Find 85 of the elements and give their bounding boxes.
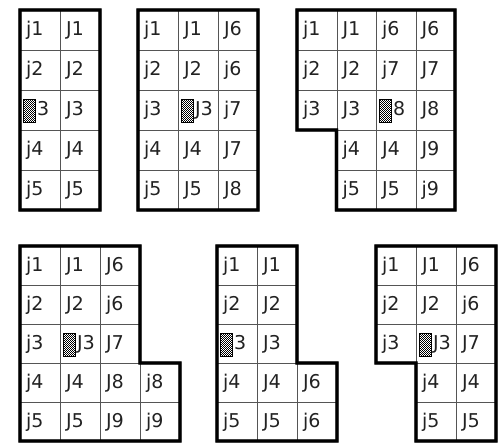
cell-label: j2 <box>26 57 44 82</box>
cell-label: J5 <box>462 409 480 434</box>
cell-label: j5 <box>342 177 360 202</box>
cell-label: j6 <box>382 17 400 42</box>
cell-label: J4 <box>66 370 84 395</box>
cell-label: j8 <box>146 370 164 395</box>
cell-label: J4 <box>462 370 480 395</box>
cell-label: j6 <box>462 292 480 317</box>
cell-label: J4 <box>263 370 281 395</box>
cell-label: J7 <box>224 137 242 162</box>
cell-label: J7 <box>422 57 440 82</box>
cell-label: j5 <box>26 409 44 434</box>
cell-label: J1 <box>184 17 202 42</box>
cell-label: J2 <box>66 57 84 82</box>
cell-label: J2 <box>263 292 281 317</box>
cell-label: J3 <box>195 97 213 122</box>
cell-label: J3 <box>77 331 95 356</box>
cell-label: J5 <box>66 409 84 434</box>
cell-label: J2 <box>184 57 202 82</box>
cell-label: j1 <box>223 253 240 278</box>
cell-label: J6 <box>422 17 440 42</box>
cell-label: J1 <box>263 253 281 278</box>
cell-label: J3 <box>263 331 281 356</box>
cell-label: j6 <box>303 409 320 434</box>
cell-label: j3 <box>26 331 44 356</box>
cell-label: j4 <box>342 137 360 162</box>
cell-label: j2 <box>303 57 320 82</box>
cell-label: j7 <box>224 97 242 122</box>
cell-label: J2 <box>422 292 440 317</box>
cell-label: j2 <box>382 292 400 317</box>
cell-label: J2 <box>66 292 84 317</box>
cell-label: J1 <box>66 253 84 278</box>
cell-label: j7 <box>382 57 400 82</box>
cell-label: j4 <box>26 137 44 162</box>
cell-label: j4 <box>26 370 44 395</box>
cell-label: J5 <box>184 177 202 202</box>
cell-label: J6 <box>303 370 321 395</box>
cell-label: J1 <box>422 253 440 278</box>
cell-label: J6 <box>106 253 124 278</box>
cell-label: j4 <box>422 370 440 395</box>
cell-label: J4 <box>66 137 84 162</box>
cell-label: j5 <box>26 177 44 202</box>
cell-label: j1 <box>382 253 400 278</box>
cell-label: J7 <box>106 331 124 356</box>
cell-label: j4 <box>144 137 162 162</box>
cell-label: j2 <box>26 292 44 317</box>
cell-label: J9 <box>422 137 440 162</box>
cell-label: J1 <box>66 17 84 42</box>
cell-label: j6 <box>106 292 124 317</box>
cell-label: J5 <box>66 177 84 202</box>
cell-label: j5 <box>422 409 440 434</box>
cell-label: j5 <box>144 177 162 202</box>
cell-label: j5 <box>223 409 240 434</box>
cell-label: j3 <box>144 97 162 122</box>
cell-label: j2 <box>144 57 162 82</box>
cell-label: j1 <box>303 17 320 42</box>
cell-label: J3 <box>66 97 84 122</box>
cell-label: J3 <box>342 97 360 122</box>
cell-label: j1 <box>26 253 44 278</box>
cell-label: J3 <box>433 331 451 356</box>
cell-label: J4 <box>382 137 400 162</box>
cell-label: j9 <box>422 177 439 202</box>
cell-label: j3 <box>382 331 400 356</box>
cell-label: 3 <box>37 97 50 122</box>
cell-label: J5 <box>263 409 281 434</box>
cell-label: J9 <box>106 409 124 434</box>
cell-label: 8 <box>393 97 406 122</box>
cell-label: J2 <box>342 57 360 82</box>
cell-label: J8 <box>106 370 124 395</box>
cell-label: j6 <box>224 57 242 82</box>
cell-label: J1 <box>342 17 360 42</box>
cell-label: j1 <box>26 17 44 42</box>
cell-label: J6 <box>462 253 480 278</box>
cell-label: J7 <box>462 331 480 356</box>
cell-label: j4 <box>223 370 240 395</box>
cell-label: J8 <box>422 97 440 122</box>
cell-label: J5 <box>382 177 400 202</box>
cell-label: j1 <box>144 17 162 42</box>
cell-label: 3 <box>234 331 246 356</box>
cell-label: j3 <box>303 97 320 122</box>
cell-label: j9 <box>146 409 164 434</box>
cell-label: J4 <box>184 137 202 162</box>
cell-label: J6 <box>224 17 242 42</box>
cell-label: j2 <box>223 292 240 317</box>
cell-label: J8 <box>224 177 242 202</box>
